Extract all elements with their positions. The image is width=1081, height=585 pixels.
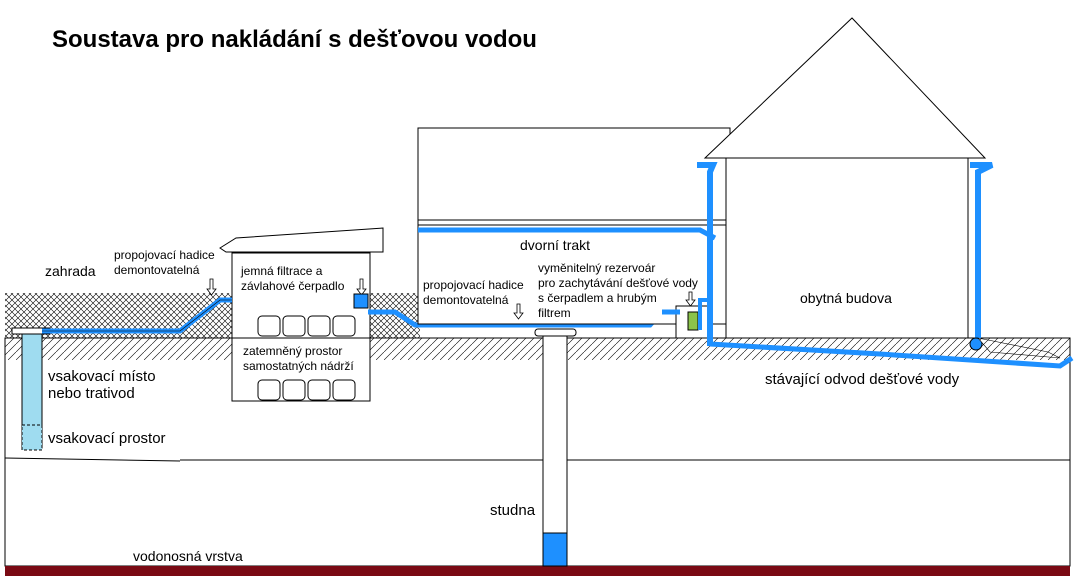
- reservoir-label-2: pro zachytávání dešťové vody: [538, 276, 698, 290]
- garden-water-pipe-outline: [42, 299, 232, 332]
- down-arrow-icon: [206, 278, 217, 296]
- filter-label-2: závlahové čerpadlo: [241, 279, 345, 293]
- hose-right-label-2: demontovatelná: [423, 293, 509, 307]
- infiltration-label-2: nebo trativod: [48, 385, 135, 402]
- courtyard-label: dvorní trakt: [520, 237, 590, 253]
- courtyard-gutter: [417, 219, 731, 226]
- garden-label: zahrada: [45, 263, 96, 279]
- tank: [332, 315, 356, 337]
- tanks-label-1: zatemněný prostor: [243, 344, 342, 358]
- down-arrow-icon: [356, 278, 367, 296]
- aquifer-layer: [5, 566, 1070, 576]
- strata-line-1b: [4, 457, 181, 462]
- reservoir-label-4: filtrem: [538, 306, 571, 320]
- building-label: obytná budova: [800, 290, 892, 306]
- drain-junction: [969, 337, 983, 351]
- drain-trench: [977, 337, 1061, 359]
- infiltration-label-1: vsakovací místo: [48, 368, 156, 385]
- well-cap: [534, 328, 577, 337]
- pump-unit: [353, 293, 369, 309]
- tank: [332, 379, 356, 401]
- hose-left-label-2: demontovatelná: [114, 263, 200, 277]
- shed-roof: [219, 227, 384, 253]
- aquifer-label: vodonosná vrstva: [133, 548, 243, 564]
- reservoir-label-3: s čerpadlem a hrubým: [538, 291, 657, 305]
- down-arrow-icon: [685, 291, 696, 307]
- drain-label: stávající odvod dešťové vody: [765, 371, 960, 388]
- infiltration-space-label: vsakovací prostor: [48, 430, 166, 447]
- tank: [257, 379, 281, 401]
- house-roof: [703, 17, 987, 159]
- courtyard-building: [417, 127, 731, 325]
- tank: [257, 315, 281, 337]
- well-shaft: [542, 335, 568, 567]
- hose-left-label-1: propojovací hadice: [114, 248, 215, 262]
- diagram-title: Soustava pro nakládání s dešťovou vodou: [52, 26, 537, 53]
- infiltration-space: [21, 424, 43, 451]
- left-downpipe-bend: [698, 298, 710, 330]
- tank: [307, 315, 331, 337]
- hose-right-label-1: propojovací hadice: [423, 278, 524, 292]
- right-downpipe: [970, 162, 994, 345]
- house-body: [725, 157, 969, 339]
- down-arrow-icon: [513, 303, 524, 320]
- filter-label-1: jemná filtrace a: [240, 264, 323, 278]
- tank: [307, 379, 331, 401]
- existing-drain-pipe: [709, 341, 1074, 369]
- tanks-label-2: samostatných nádrží: [243, 359, 354, 373]
- reservoir-label-1: vyměnitelný rezervoár: [538, 261, 655, 275]
- tank: [282, 315, 306, 337]
- well-label: studna: [490, 502, 536, 519]
- well-water: [542, 532, 568, 567]
- reservoir-pump: [687, 311, 699, 331]
- tank: [282, 379, 306, 401]
- left-downpipe: [697, 162, 718, 346]
